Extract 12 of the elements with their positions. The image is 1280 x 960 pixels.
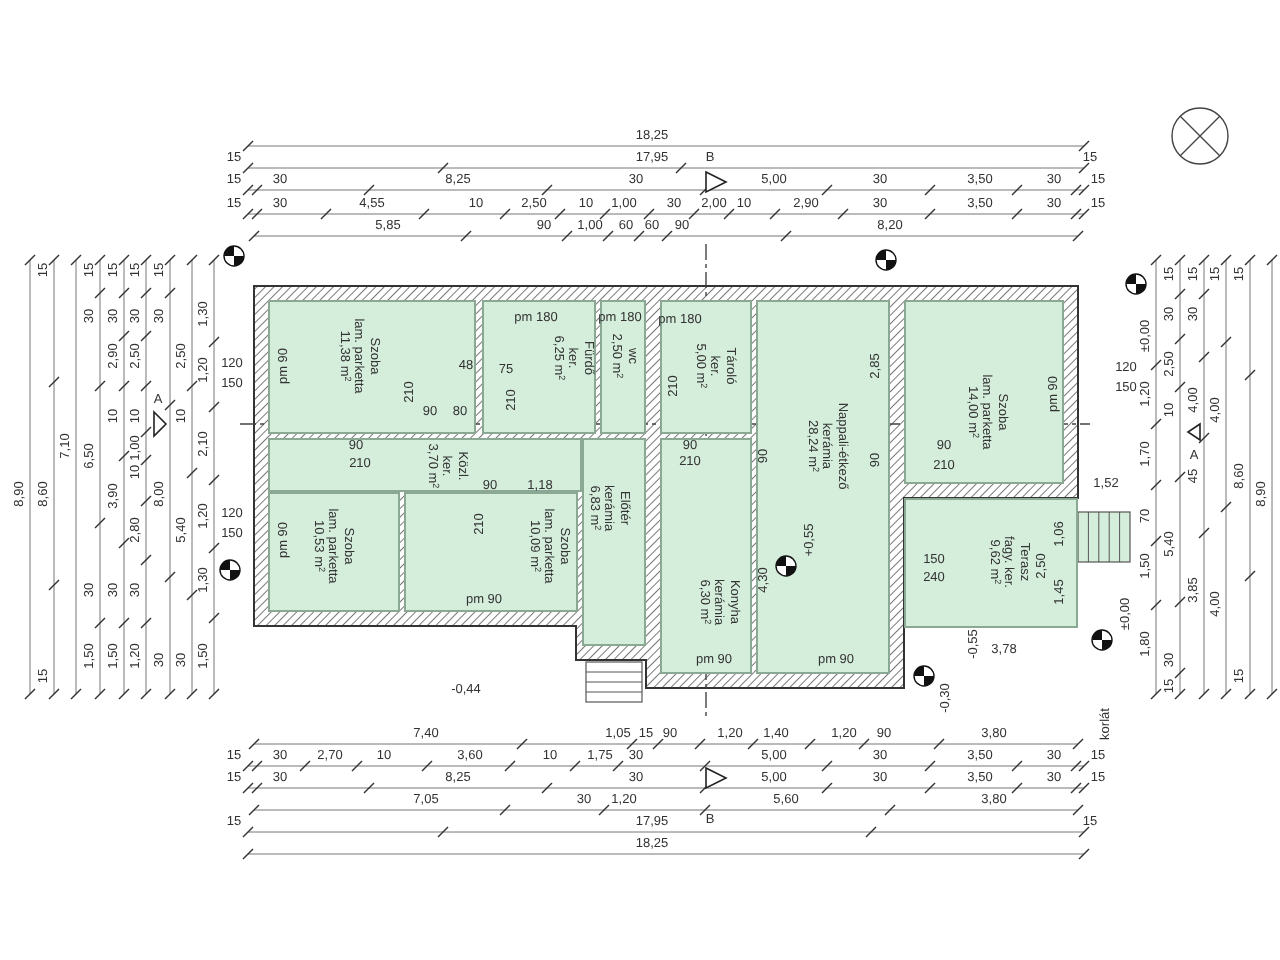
room-area [404, 492, 578, 612]
room-area [660, 300, 752, 434]
room-area [600, 300, 646, 434]
room-area [660, 438, 752, 674]
room-area [582, 438, 646, 646]
room-area [268, 438, 582, 492]
room-area [268, 300, 476, 434]
room-area [756, 300, 890, 674]
room-area [268, 492, 400, 612]
room-area [904, 498, 1078, 628]
room-area [904, 300, 1064, 484]
room-area [482, 300, 596, 434]
